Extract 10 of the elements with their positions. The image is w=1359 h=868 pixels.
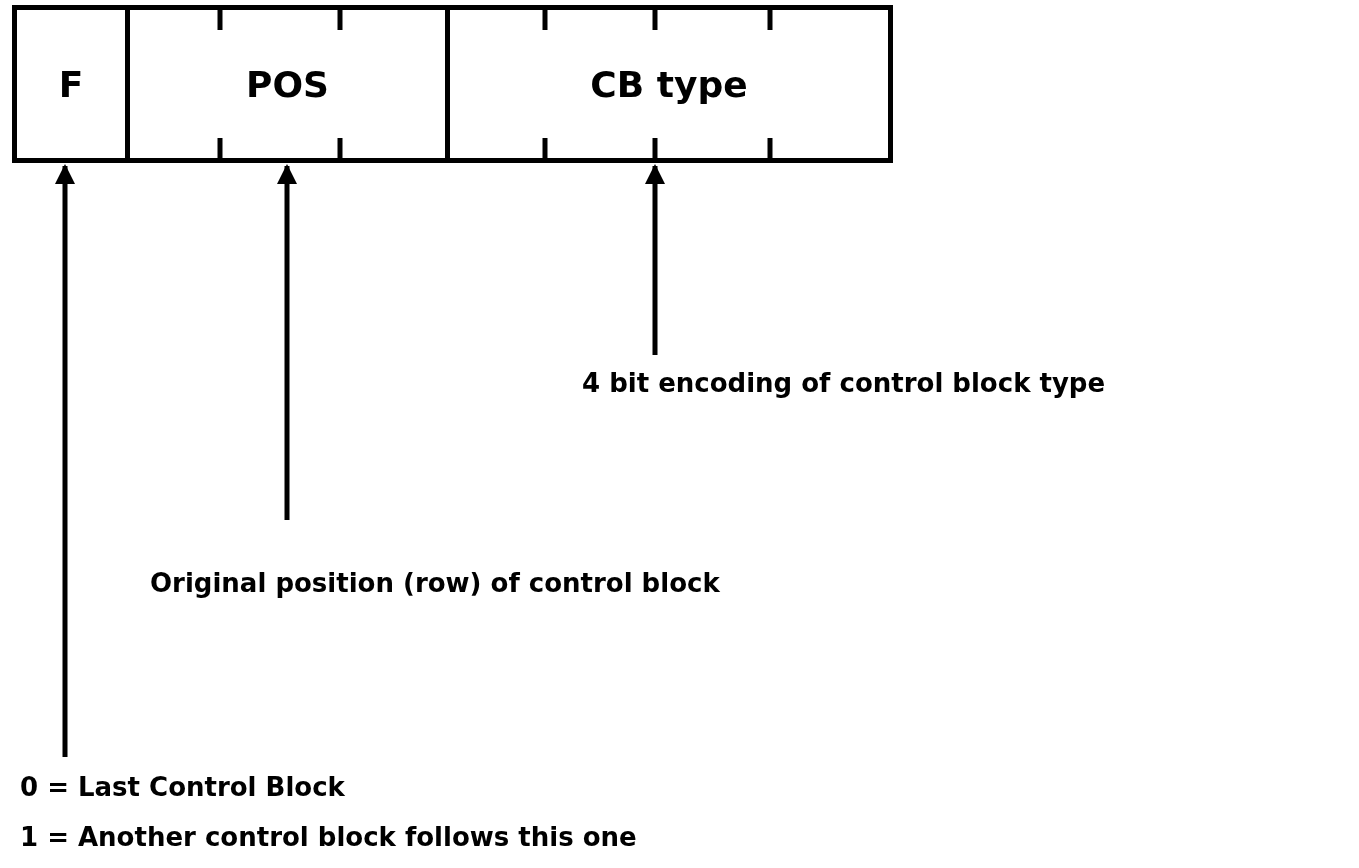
note-text: Original position (row) of control block <box>150 568 720 598</box>
arrow <box>55 164 75 757</box>
field-name: CB type <box>590 63 748 105</box>
note-text: 4 bit encoding of control block type <box>582 368 1106 398</box>
arrow <box>277 164 297 520</box>
arrow <box>645 164 665 355</box>
field-name: F <box>58 63 84 105</box>
note-text: 0 = Last Control Block <box>20 772 346 802</box>
note-text: 1 = Another control block follows this one <box>20 822 637 852</box>
field-name: POS <box>246 63 329 105</box>
